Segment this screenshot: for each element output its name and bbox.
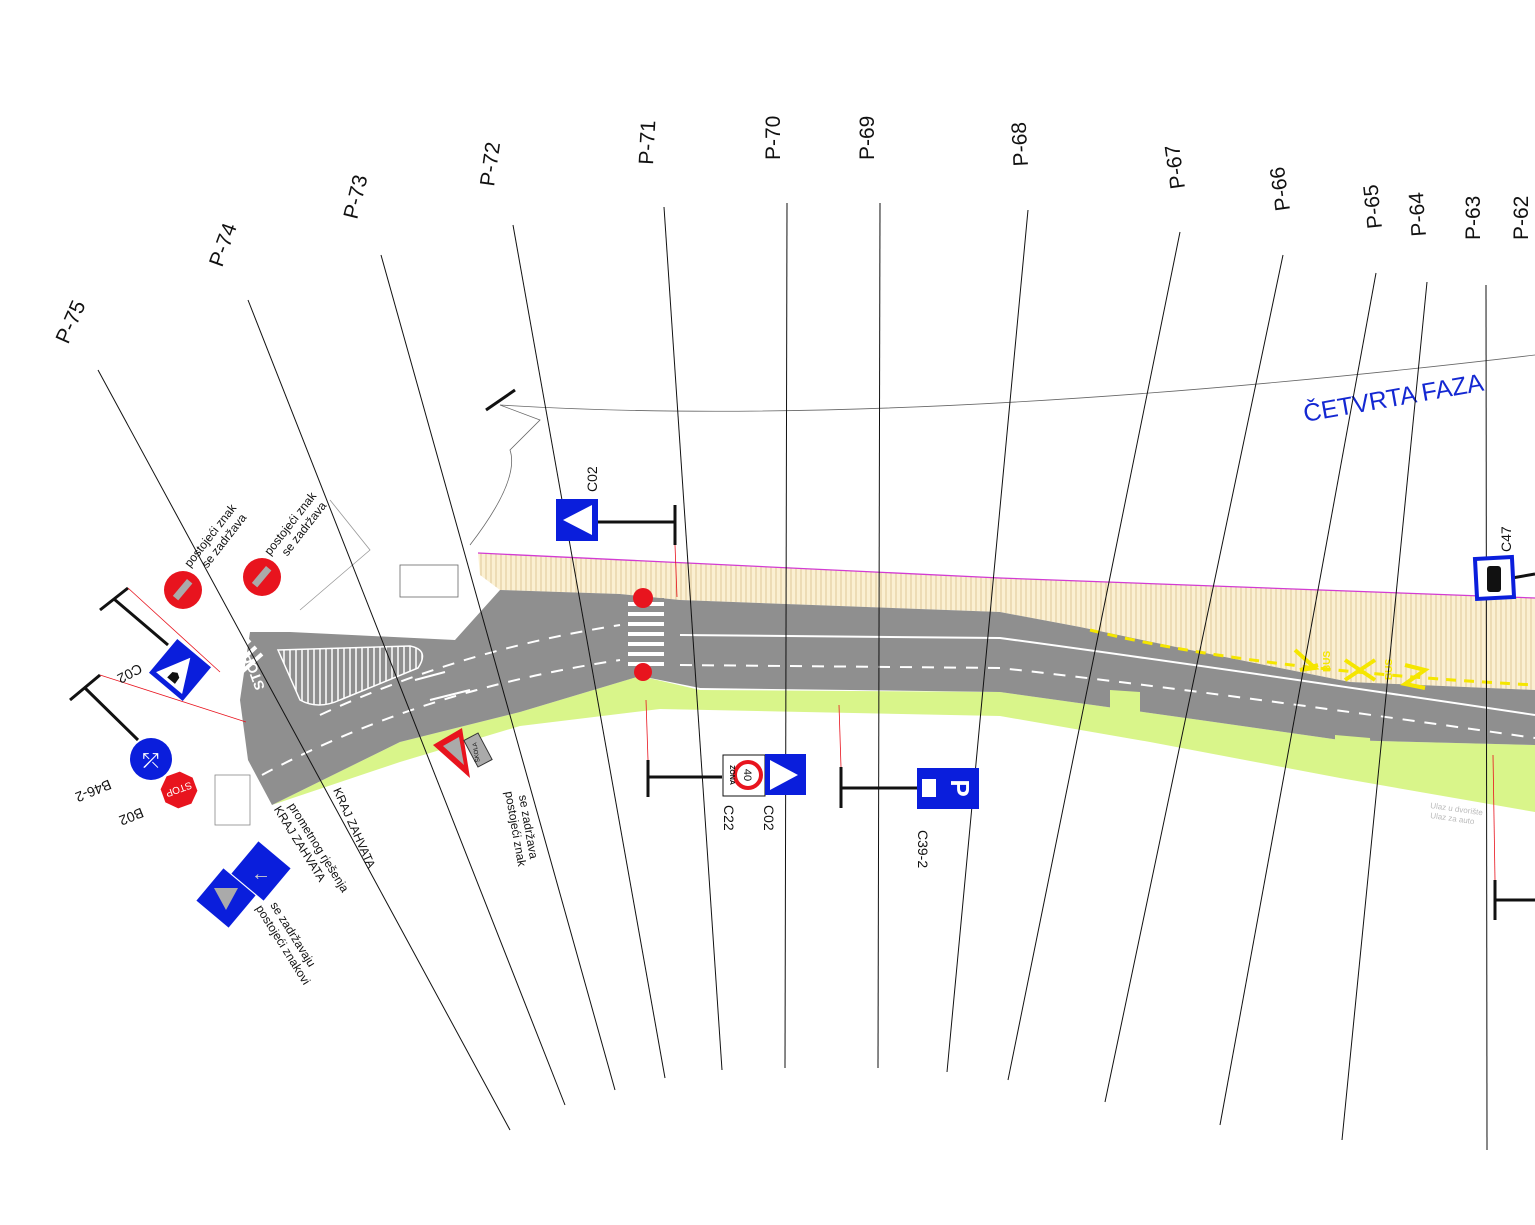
parking-sign: P — [917, 768, 979, 809]
sign-code: B02 — [117, 805, 146, 829]
sign-code: C22 — [721, 805, 737, 831]
no-entry-sign — [164, 571, 202, 609]
profile-label: P-68 — [1008, 121, 1033, 167]
property-line — [477, 552, 1535, 599]
note-existing-sign: postojeći znakse zadržava — [502, 788, 542, 869]
profile-label: P-66 — [1266, 165, 1295, 212]
existing-signs-pair: ← — [196, 841, 291, 928]
note-end-of-scope: KRAJ ZAHVATA — [330, 786, 378, 871]
green-strip — [272, 676, 1535, 812]
svg-text:←: ← — [251, 863, 271, 885]
profile-label: P-71 — [635, 120, 660, 166]
zone-40-sign: 40 ZONA — [722, 754, 766, 797]
sign-code: C02 — [115, 661, 145, 687]
profile-lines — [97, 202, 1488, 1151]
profile-label: P-72 — [476, 141, 505, 188]
profile-label: P-74 — [205, 220, 242, 270]
svg-text:ZONA: ZONA — [728, 765, 735, 785]
crosswalk — [628, 598, 664, 668]
sign-code: B46-2 — [73, 777, 114, 806]
sign-code: C02 — [761, 805, 777, 831]
profile-label: P-73 — [340, 173, 373, 222]
profile-label: P-63 — [1462, 196, 1485, 240]
profile-labels: P-75 P-74 P-73 P-72 P-71 P-70 P-69 P-68 … — [52, 116, 1533, 347]
note-existing-signs: se zadržavajupostojeći znakovi — [253, 895, 325, 987]
sidewalk-strip — [478, 553, 1535, 690]
sign-code: C02 — [584, 466, 600, 492]
sign-code: C39-2 — [915, 830, 931, 868]
profile-label: P-69 — [856, 116, 879, 160]
sign-posts — [69, 505, 1535, 920]
sign-code: C47 — [1498, 526, 1514, 552]
stop-sign: STOP — [160, 771, 198, 809]
phase-boundary — [499, 354, 1535, 412]
profile-label: P-75 — [52, 297, 91, 347]
profile-label: P-70 — [762, 116, 785, 160]
pedestrian-crossing-sign — [765, 754, 806, 795]
profile-label: P-62 — [1510, 196, 1533, 240]
pedestrian-crossing-sign — [556, 499, 598, 541]
note-existing-sign: postojeći znakse zadržava — [261, 489, 330, 567]
svg-text:ŠKOLA: ŠKOLA — [471, 742, 481, 763]
roundabout-direction-sign: ⤱ — [130, 738, 172, 780]
note-existing-sign: postojeći znakse zadržava — [181, 501, 250, 579]
bus-stop-sign — [1472, 554, 1517, 602]
svg-text:P: P — [945, 779, 975, 796]
roadway — [240, 590, 1535, 805]
profile-label: P-65 — [1359, 183, 1387, 230]
bus-marking: BUS — [1322, 651, 1333, 672]
bus-marking: BUS — [1384, 659, 1395, 680]
profile-label: P-67 — [1161, 143, 1190, 190]
removed-sign — [633, 588, 653, 681]
traffic-island — [276, 645, 424, 706]
pedestrian-crossing-sign: ☗ — [149, 639, 211, 701]
school-warning-sign: ŠKOLA — [433, 728, 493, 778]
svg-text:⤱: ⤱ — [143, 750, 159, 772]
profile-label: P-64 — [1405, 191, 1431, 237]
svg-text:40: 40 — [741, 769, 753, 781]
phase-label: ČETVRTA FAZA — [1301, 368, 1486, 428]
no-entry-sign — [243, 558, 281, 596]
